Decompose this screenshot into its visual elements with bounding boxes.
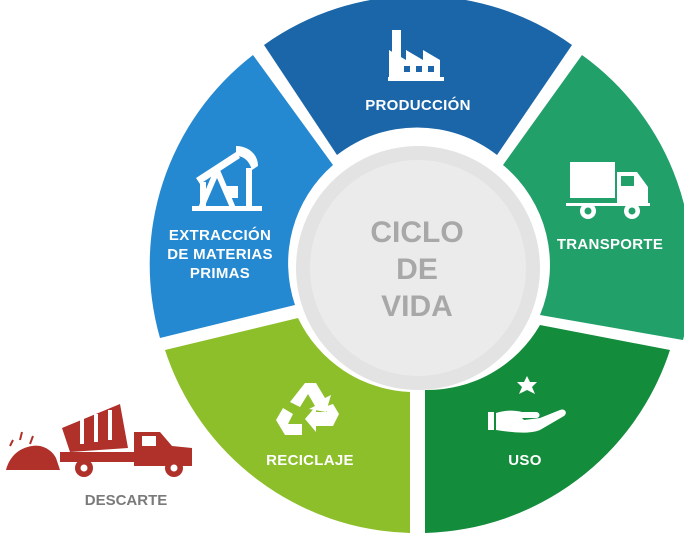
dump-truck-icon <box>6 404 192 477</box>
segment-extraccion-label-line-1: EXTRACCIÓN <box>169 226 271 244</box>
segment-reciclaje-label: RECICLAJE <box>266 452 354 469</box>
segment-produccion-label: PRODUCCIÓN <box>365 96 471 114</box>
descarte-label: DESCARTE <box>85 492 168 509</box>
center-title-line-1: CICLO <box>370 216 463 249</box>
segment-transporte-label: TRANSPORTE <box>557 236 663 253</box>
segment-extraccion-label-line-2: DE MATERIAS <box>167 246 273 263</box>
oil-pump-icon <box>192 146 262 211</box>
segment-uso <box>425 325 670 533</box>
center-disc <box>310 160 526 376</box>
factory-icon <box>388 30 444 81</box>
segment-extraccion-label-line-3: PRIMAS <box>190 265 250 282</box>
truck-icon <box>566 162 650 219</box>
center-title-line-2: DE <box>396 253 438 286</box>
center-title-line-3: VIDA <box>381 290 453 323</box>
recycle-icon <box>276 383 339 435</box>
segment-extraccion <box>149 55 333 338</box>
hand-with-star-icon <box>488 376 566 433</box>
segment-uso-label: USO <box>508 452 541 469</box>
